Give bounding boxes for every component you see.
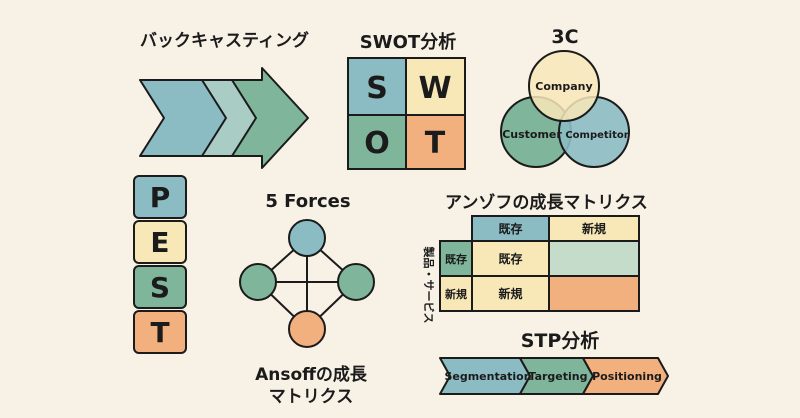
ansoff-caption-line2: マトリクス	[268, 387, 354, 407]
swot-letter-t: T	[425, 126, 446, 161]
stp-label-positioning: Positioning	[592, 370, 662, 383]
ansoff-col-new-label: 新規	[581, 222, 606, 236]
swot-cell-o	[347, 114, 407, 170]
pest-box-e	[133, 220, 187, 264]
backcasting-chevron-3	[231, 67, 309, 169]
ansoff-cell-new-label: 新規	[498, 287, 523, 301]
swot-cell-t	[405, 114, 466, 170]
swot-title: SWOT分析	[359, 32, 457, 53]
swot-letter-o: O	[364, 126, 390, 161]
swot-letter-w: W	[418, 71, 451, 106]
ansoff-col-header-new	[548, 215, 640, 242]
pest-box-t	[133, 310, 187, 354]
three-c-title: 3C	[551, 26, 579, 48]
pest-letter-s: S	[150, 271, 170, 304]
backcasting-arrow	[139, 67, 309, 169]
ansoff-row-header-new	[439, 275, 473, 312]
backcasting-title: バックキャスティング	[140, 31, 309, 51]
company-circle	[528, 50, 600, 122]
ansoff-row-new-label: 新規	[445, 287, 467, 301]
three-c-venn	[500, 50, 630, 168]
ansoff-cell-existing-label: 既存	[498, 252, 523, 266]
ansoff-side-label: 製品・サービス	[422, 246, 436, 324]
five-forces-network	[239, 219, 375, 348]
ansoff-matrix-grid	[439, 215, 640, 312]
ansoff-cell-existing-existing	[471, 240, 550, 277]
stp-step-positioning	[582, 357, 669, 395]
ansoff-col-existing-label: 既存	[498, 222, 523, 236]
competitor-label: Competitor	[565, 130, 628, 141]
pest-letter-t: T	[150, 316, 169, 349]
ansoff-cell-new-new	[548, 275, 640, 312]
force-node-bottom	[288, 310, 326, 348]
pest-stack	[133, 175, 187, 354]
stp-arrow	[439, 357, 669, 395]
force-node-right	[337, 263, 375, 301]
pest-letter-e: E	[150, 226, 169, 259]
ansoff-cell-existing-new	[548, 240, 640, 277]
five-forces-title: 5 Forces	[265, 191, 351, 212]
ansoff-matrix-title: アンゾフの成長マトリクス	[445, 193, 648, 213]
swot-grid	[347, 57, 466, 170]
company-label: Company	[535, 80, 592, 93]
ansoff-cell-new-existing	[471, 275, 550, 312]
ansoff-row-existing-label: 既存	[445, 252, 467, 266]
pest-box-p	[133, 175, 187, 219]
swot-letter-s: S	[366, 71, 388, 106]
pest-box-s	[133, 265, 187, 309]
customer-label: Customer	[502, 128, 562, 141]
force-node-top	[288, 219, 326, 257]
stp-label-segmentation: Segmentation	[444, 370, 531, 383]
stp-label-targeting: Targeting	[528, 370, 587, 383]
force-node-left	[239, 263, 277, 301]
ansoff-col-header-existing	[471, 215, 550, 242]
swot-cell-w	[405, 57, 466, 116]
ansoff-caption-line1: Ansoffの成長	[255, 365, 367, 385]
pest-letter-p: P	[150, 181, 171, 214]
stp-title: STP分析	[520, 330, 600, 352]
